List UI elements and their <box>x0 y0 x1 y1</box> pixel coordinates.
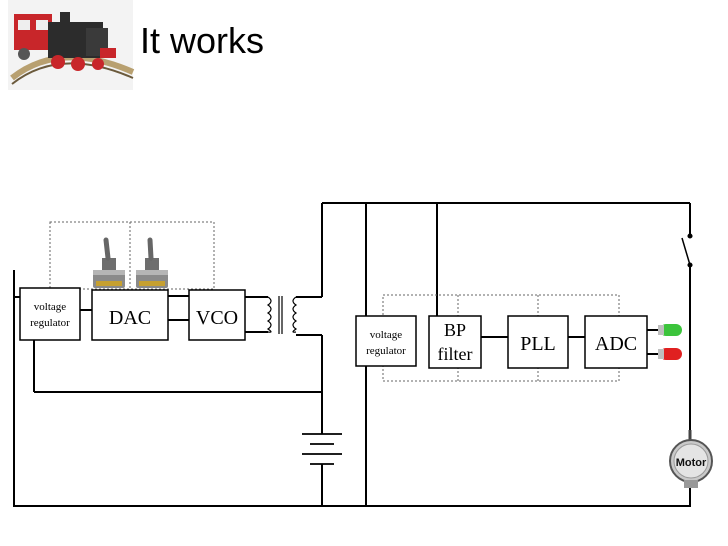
bp-filter-label-line2: filter <box>438 344 473 364</box>
motor-label: Motor <box>676 457 707 469</box>
bp-filter-label-line1: BP <box>444 320 466 340</box>
train-logo-icon <box>8 0 135 90</box>
voltage-regulator-1-label-line1: voltage <box>34 301 66 313</box>
voltage-regulator-2-label-line1: voltage <box>370 329 402 341</box>
vco-block: VCO <box>188 289 246 341</box>
voltage-regulator-1: voltage regulator <box>19 287 81 341</box>
toggle-switch-icon <box>136 237 168 288</box>
pll-block: PLL <box>507 315 569 369</box>
pll-label: PLL <box>520 333 556 355</box>
led-icon <box>658 324 682 336</box>
toggle-switch-icon <box>93 237 125 288</box>
transformer-icon <box>266 296 298 334</box>
motor-icon: Motor <box>669 430 713 488</box>
battery-icon <box>302 433 342 465</box>
led-icon <box>658 348 682 360</box>
dac-label: DAC <box>109 307 151 329</box>
bp-filter-block: BP filter <box>428 315 482 369</box>
vco-label: VCO <box>196 307 238 329</box>
voltage-regulator-1-label-line2: regulator <box>30 317 70 329</box>
voltage-regulator-2: voltage regulator <box>355 315 417 367</box>
adc-block: ADC <box>584 315 648 369</box>
adc-label: ADC <box>595 333 637 355</box>
dac-block: DAC <box>91 289 169 341</box>
switch-icon <box>681 233 693 268</box>
voltage-regulator-2-label-line2: regulator <box>366 345 406 357</box>
slide-title: It works <box>140 20 265 61</box>
